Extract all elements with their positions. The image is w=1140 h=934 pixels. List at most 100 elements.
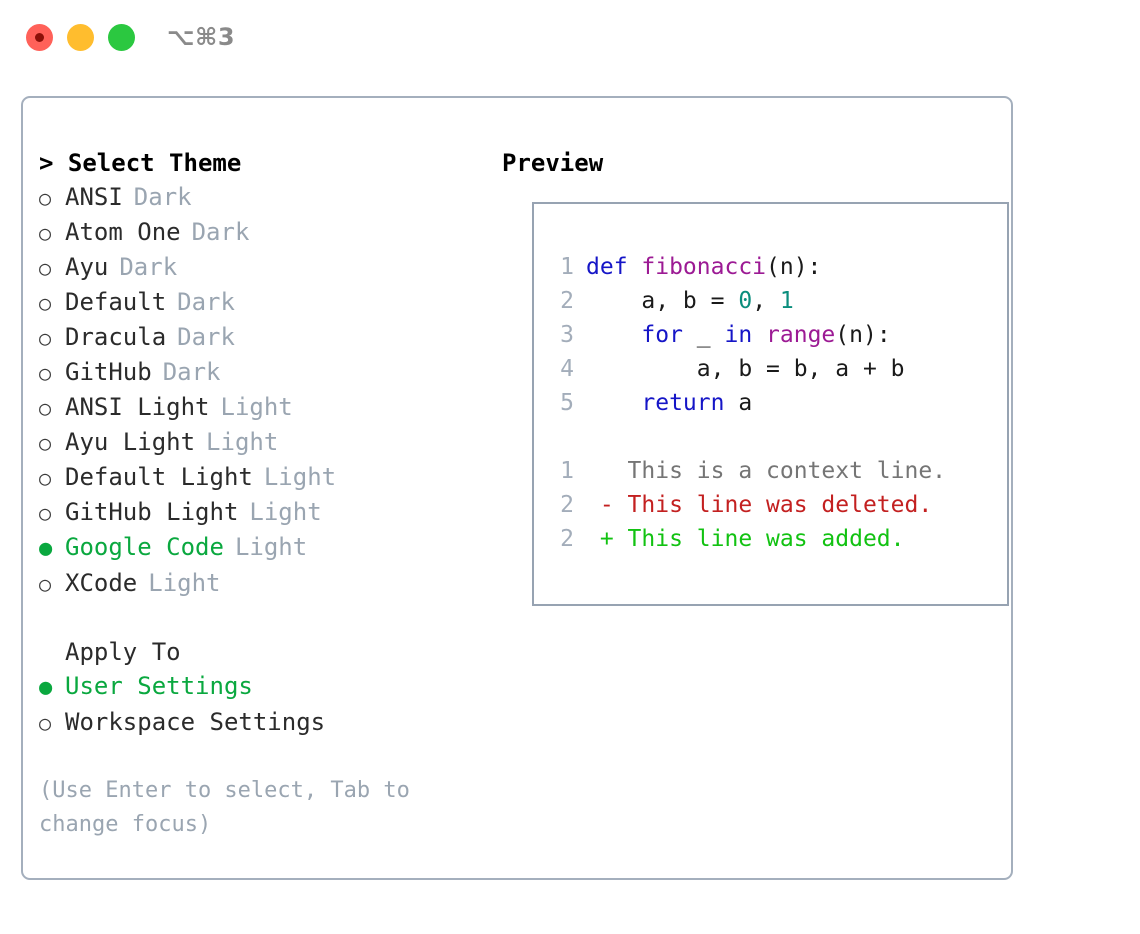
line-number: 2	[560, 526, 574, 552]
theme-option-label: Ayu Light	[65, 428, 196, 456]
code-line: 5 return a	[552, 386, 946, 420]
theme-option-label: XCode	[65, 569, 138, 597]
radio-unselected-icon: ○	[39, 501, 52, 525]
code-token: a, b = b, a + b	[586, 356, 905, 382]
radio-unselected-icon: ○	[39, 326, 52, 350]
theme-option-dracula[interactable]: ○ Dracula Dark	[39, 320, 489, 355]
code-token	[586, 322, 641, 348]
theme-variant-badge: Dark	[177, 288, 235, 316]
theme-option-label: Atom One	[65, 218, 181, 246]
maximize-button[interactable]	[108, 24, 135, 51]
line-number: 4	[560, 356, 574, 382]
code-token	[752, 322, 766, 348]
theme-variant-badge: Dark	[119, 253, 178, 281]
radio-unselected-icon: ○	[39, 572, 52, 596]
code-line: 3 for _ in range(n):	[552, 318, 946, 352]
radio-unselected-icon: ○	[39, 396, 52, 420]
radio-selected-icon: ●	[39, 536, 53, 561]
code-token: for	[641, 322, 683, 348]
theme-variant-badge: Light	[220, 393, 293, 421]
code-token: fibonacci	[641, 254, 767, 280]
theme-option-atom-one[interactable]: ○ Atom One Dark	[39, 215, 489, 250]
theme-option-label: GitHub	[65, 358, 152, 386]
theme-variant-badge: Light	[206, 428, 279, 456]
code-token: 0	[738, 288, 753, 314]
code-token: _	[682, 322, 725, 348]
theme-option-label: ANSI Light	[65, 393, 210, 421]
code-line: 2 - This line was deleted.	[552, 488, 946, 522]
theme-variant-badge: Dark	[177, 323, 235, 351]
code-token: (n):	[766, 254, 822, 280]
line-number: 1	[560, 254, 574, 280]
theme-option-ansi-light[interactable]: ○ ANSI Light Light	[39, 390, 489, 425]
close-button[interactable]	[26, 24, 53, 51]
theme-variant-badge: Dark	[191, 218, 250, 246]
apply-to-header: Apply To	[65, 638, 181, 666]
titlebar: ⌥⌘3	[0, 0, 1140, 78]
theme-option-ayu-light[interactable]: ○ Ayu Light Light	[39, 425, 489, 460]
line-number: 3	[560, 322, 574, 348]
radio-selected-icon: ●	[39, 675, 53, 700]
code-token: This is a context line.	[586, 458, 947, 484]
radio-unselected-icon: ○	[39, 256, 52, 280]
code-token: return	[641, 390, 725, 416]
radio-unselected-icon: ○	[39, 466, 52, 490]
code-token: in	[724, 322, 753, 348]
apply-to-list: ●User Settings○Workspace Settings	[39, 669, 489, 740]
line-number: 5	[560, 390, 574, 416]
radio-unselected-icon: ○	[39, 711, 52, 735]
code-line: 2 + This line was added.	[552, 522, 946, 556]
theme-option-github[interactable]: ○ GitHub Dark	[39, 355, 489, 390]
list-spacer	[39, 601, 489, 635]
code-line: 4 a, b = b, a + b	[552, 352, 946, 386]
code-blank-line	[552, 420, 946, 454]
theme-option-label: Ayu	[65, 253, 109, 281]
line-number: 2	[560, 492, 574, 518]
theme-variant-badge: Light	[263, 463, 337, 491]
radio-unselected-icon: ○	[39, 221, 52, 245]
code-token: a	[724, 390, 753, 416]
radio-unselected-icon: ○	[39, 431, 52, 455]
code-token: (n):	[835, 322, 891, 348]
keyboard-hint: (Use Enter to select, Tab to change focu…	[39, 778, 424, 837]
theme-variant-badge: Light	[148, 569, 221, 597]
code-token: + This line was added.	[586, 526, 905, 552]
radio-unselected-icon: ○	[39, 291, 52, 315]
apply-to-option-workspace-settings[interactable]: ○Workspace Settings	[39, 705, 489, 740]
theme-option-ayu[interactable]: ○ Ayu Dark	[39, 250, 489, 285]
code-token: range	[766, 322, 836, 348]
line-number: 1	[560, 458, 574, 484]
code-token: def	[586, 254, 642, 280]
radio-unselected-icon: ○	[39, 361, 52, 385]
radio-unselected-icon: ○	[39, 186, 52, 210]
keyboard-shortcut-label: ⌥⌘3	[167, 23, 236, 51]
theme-variant-badge: Dark	[162, 358, 221, 386]
code-token: ,	[752, 288, 780, 314]
window-controls	[26, 24, 135, 51]
theme-option-label: Default	[65, 288, 167, 316]
code-token: a, b =	[586, 288, 739, 314]
apply-to-option-user-settings[interactable]: ●User Settings	[39, 669, 489, 705]
theme-variant-badge: Light	[234, 533, 308, 561]
code-token: 1	[779, 288, 794, 314]
theme-option-default[interactable]: ○ Default Dark	[39, 285, 489, 320]
code-line: 1 def fibonacci(n):	[552, 250, 946, 284]
code-line: 2 a, b = 0, 1	[552, 284, 946, 318]
theme-option-label: GitHub Light	[65, 498, 239, 526]
theme-option-label: Dracula	[65, 323, 167, 351]
code-token	[586, 390, 641, 416]
code-token: - This line was deleted.	[586, 492, 933, 518]
theme-option-label: ANSI	[65, 183, 123, 211]
theme-option-xcode[interactable]: ○ XCode Light	[39, 566, 489, 601]
minimize-button[interactable]	[67, 24, 94, 51]
